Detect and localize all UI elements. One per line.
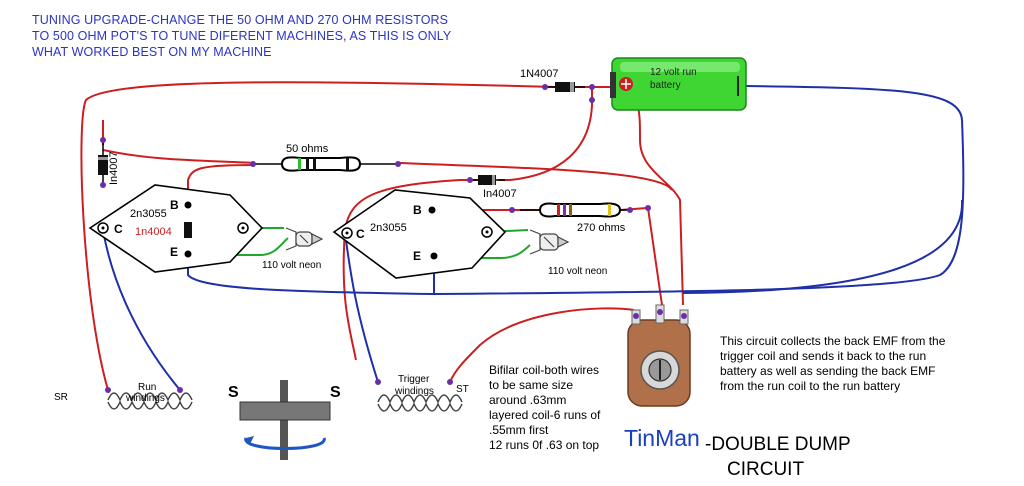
coil-note-line-5: .55mm first [489, 423, 549, 437]
resistor-50 [255, 156, 400, 172]
transistor-1-model: 2n3055 [130, 208, 167, 220]
transistor-1-c: C [114, 222, 123, 236]
rotor-magnet [239, 380, 331, 460]
diode-top [545, 82, 585, 92]
transistor-2 [332, 189, 507, 279]
circuit-description: This circuit collects the back EMF from … [720, 334, 990, 394]
tuning-note-line-1: TUNING UPGRADE-CHANGE THE 50 OHM AND 270… [32, 13, 449, 27]
brand-title: TinMan [624, 425, 700, 451]
transistor-2-model: 2n3055 [370, 222, 407, 234]
coil-note-line-3: around .63mm [489, 393, 567, 407]
coil-note-line-4: layered coil-6 runs of [489, 408, 601, 422]
run-coil-label-2: windings [126, 393, 165, 404]
diode-top-label: 1N4007 [520, 68, 559, 80]
tuning-note-line-2: TO 500 OHM POT'S TO TUNE DIFERENT MACHIN… [32, 29, 452, 43]
transistor-1-b: B [170, 198, 179, 212]
description-line-1: This circuit collects the back EMF from … [720, 334, 946, 348]
coil-note-line-1: Bifilar coil-both wires [489, 363, 600, 377]
tuning-note: TUNING UPGRADE-CHANGE THE 50 OHM AND 270… [32, 12, 451, 60]
potentiometer [627, 304, 691, 407]
circuit-title-line-2: CIRCUIT [727, 459, 805, 480]
magnet-left-pole: S [228, 384, 239, 401]
description-line-2: trigger coil and sends it back to the ru… [720, 349, 927, 363]
transistor-2-b: B [413, 203, 422, 217]
magnet-right-pole: S [330, 384, 341, 401]
coil-note-line-2: to be same size [489, 378, 574, 392]
coil-note: Bifilar coil-both wires to be same size … [489, 363, 619, 453]
battery [610, 57, 747, 111]
resistor-50-label: 50 ohms [286, 143, 329, 155]
inner-diode-label: 1n4004 [135, 226, 172, 238]
description-line-3: battery as well as sending the back EMF [720, 364, 936, 378]
neon-bulb-1 [285, 227, 324, 251]
run-coil-label-1: Run [138, 382, 157, 393]
battery-label-1: 12 volt run [650, 67, 697, 78]
transistor-2-c: C [356, 227, 365, 241]
connection-dots [100, 84, 687, 393]
neon-2-label: 110 volt neon [548, 266, 608, 277]
diode-mid-label: In4007 [483, 188, 517, 200]
description-line-4: from the run coil to the run battery [720, 379, 901, 393]
circuit-title: -DOUBLE DUMP CIRCUIT [705, 432, 851, 482]
trigger-coil-label-1: Trigger [398, 374, 430, 385]
circuit-title-line-1: -DOUBLE DUMP [705, 434, 851, 455]
transistor-2-e: E [413, 249, 422, 263]
diode-left-label: In4007 [108, 151, 120, 185]
battery-label-2: battery [650, 80, 681, 91]
trigger-coil-tag: ST [456, 384, 469, 395]
run-coil [107, 392, 193, 410]
resistor-270-label: 270 ohms [577, 222, 626, 234]
resistor-270 [520, 202, 630, 218]
neon-bulb-2 [529, 229, 570, 255]
neon-1-label: 110 volt neon [262, 260, 322, 271]
blue-wires [102, 85, 965, 391]
trigger-coil-label-2: windings [395, 386, 434, 397]
diode-mid [470, 175, 505, 185]
trigger-coil [377, 394, 463, 412]
transistor-1-e: E [170, 245, 179, 259]
diode-left [98, 140, 108, 185]
transistor-1 [88, 184, 264, 273]
run-coil-tag: SR [54, 392, 68, 403]
coil-note-line-6: 12 runs 0f .63 on top [489, 438, 600, 452]
tuning-note-line-3: WHAT WORKED BEST ON MY MACHINE [32, 45, 272, 59]
